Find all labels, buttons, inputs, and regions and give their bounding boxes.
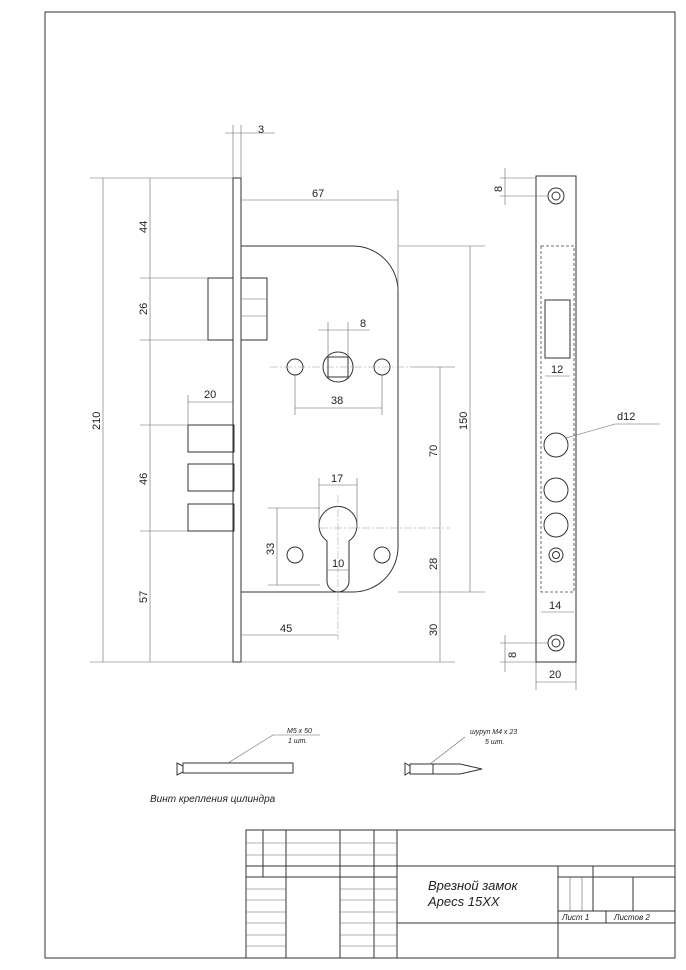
faceplate	[232, 177, 242, 663]
drawing-line	[245, 829, 676, 959]
deadbolt-inner	[240, 277, 268, 341]
dim-side-width: 20	[549, 669, 561, 681]
dim-side-top: 8	[493, 186, 505, 192]
lock-side-view: 8 12 d12 14 20 8	[493, 168, 660, 690]
wood-screw-spec: шуруп М4 х 23	[470, 729, 517, 736]
cyl-screw-caption: Винт крепления цилиндра	[150, 794, 276, 805]
screw-hole	[373, 546, 391, 564]
dim-backset-plate: 67	[312, 188, 324, 200]
drawing-line	[500, 168, 660, 690]
drawing-line	[548, 547, 564, 563]
dimension-lines	[90, 125, 485, 663]
wood-screw-qty: 5 шт.	[485, 739, 504, 746]
drawing-line	[227, 734, 274, 764]
drawing-line	[543, 477, 569, 503]
latch-bolt	[187, 424, 235, 453]
drawing-model: Apecs 15XX	[427, 894, 501, 909]
dim-total: 210	[91, 412, 103, 430]
dim-plate: 3	[258, 124, 264, 136]
sheet-count: Листов 2	[613, 913, 650, 922]
dim-side-hole: d12	[617, 411, 635, 423]
dim-cyl-slot: 10	[332, 558, 344, 570]
dim-bottom: 57	[138, 591, 150, 603]
dim-top: 44	[138, 221, 150, 233]
dim-bottom-body: 30	[428, 624, 440, 636]
drawing-line	[409, 763, 483, 775]
dim-latch-proj: 20	[204, 389, 216, 401]
dim-cyl-bottom: 28	[428, 558, 440, 570]
dim-body: 150	[458, 412, 470, 430]
side-deadbolt	[544, 299, 571, 359]
wood-screw: шуруп М4 х 23 5 шт.	[404, 729, 517, 776]
latch-bolt	[187, 463, 235, 492]
dim-deadbolt: 26	[138, 303, 150, 315]
drawing-line	[565, 423, 616, 439]
sheet-number: Лист 1	[561, 913, 589, 922]
deadbolt	[207, 277, 234, 341]
dim-side-inner: 14	[549, 600, 561, 612]
side-faceplate	[535, 175, 577, 663]
lock-body	[241, 245, 399, 593]
latch-bolt	[187, 503, 235, 532]
dim-side-latch: 12	[551, 364, 563, 376]
screw-hole	[286, 546, 304, 564]
dim-spindle: 8	[360, 318, 366, 330]
drawing-line	[547, 187, 565, 205]
dimension-labels: 3 67 44 26 210 20 46 57 38 8 150 70 28 3…	[91, 124, 470, 636]
dim-cyl-width: 17	[331, 473, 343, 485]
side-body-outline	[540, 245, 575, 593]
cyl-screw-qty: 1 шт.	[288, 738, 307, 745]
dim-spindle-holes: 38	[331, 395, 343, 407]
drawing-line	[404, 762, 411, 776]
drawing-line	[552, 551, 560, 559]
drawing-line	[182, 762, 294, 774]
drawing-line	[551, 638, 561, 648]
drawing-title: Врезной замок	[428, 878, 519, 893]
dim-side-bottom: 8	[507, 652, 519, 658]
drawing-line	[246, 842, 583, 947]
dim-backset: 45	[280, 623, 292, 635]
drawing-line	[543, 432, 569, 458]
dim-cyl-height: 33	[265, 543, 277, 555]
cyl-screw-spec: M5 x 50	[287, 728, 312, 735]
lock-front-view	[187, 177, 450, 663]
dim-center: 70	[428, 445, 440, 457]
dim-latch-span: 46	[138, 473, 150, 485]
drawing-line	[543, 512, 569, 538]
drawing-line	[429, 736, 466, 765]
title-block: Врезной замок Apecs 15XX Лист 1 Листов 2	[245, 829, 676, 959]
drawing-line	[176, 762, 184, 776]
cylinder-screw: M5 x 50 1 шт. Винт крепления цилиндра	[150, 728, 320, 805]
drawing-line	[547, 634, 565, 652]
drawing-line	[551, 191, 561, 201]
